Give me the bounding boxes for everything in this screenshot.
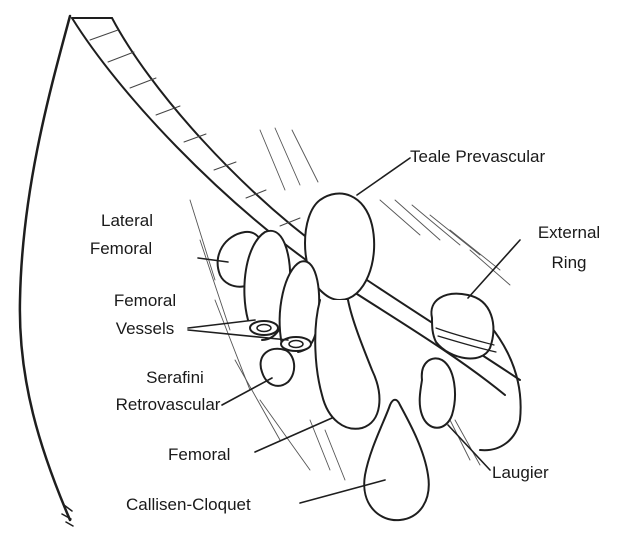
label-external-ring-line2: Ring [524, 252, 614, 273]
label-lateral-femoral-line1: Lateral [84, 210, 170, 231]
label-serafini-line1: Serafini [120, 367, 230, 388]
label-lateral-femoral-line2: Femoral [72, 238, 170, 259]
label-femoral: Femoral [168, 444, 230, 465]
thigh-contour [20, 16, 70, 520]
laugier-sac [420, 358, 455, 427]
label-serafini-line2: Retrovascular [108, 394, 228, 415]
femoral-sac [315, 300, 379, 429]
label-femoral-vessels-line2: Vessels [100, 318, 190, 339]
label-laugier: Laugier [492, 462, 549, 483]
leader-external-ring [468, 240, 520, 298]
label-callisen-cloquet: Callisen-Cloquet [126, 494, 251, 515]
label-teale-prevascular: Teale Prevascular [410, 146, 545, 167]
serafini-retrovascular-sac [261, 349, 295, 386]
leader-teale [357, 158, 410, 195]
leader-femoral-vessels-a [188, 320, 255, 328]
femoral-artery-lumen [250, 321, 278, 335]
leader-laugier [448, 425, 490, 470]
label-external-ring-line1: External [524, 222, 614, 243]
label-femoral-vessels-line1: Femoral [100, 290, 190, 311]
